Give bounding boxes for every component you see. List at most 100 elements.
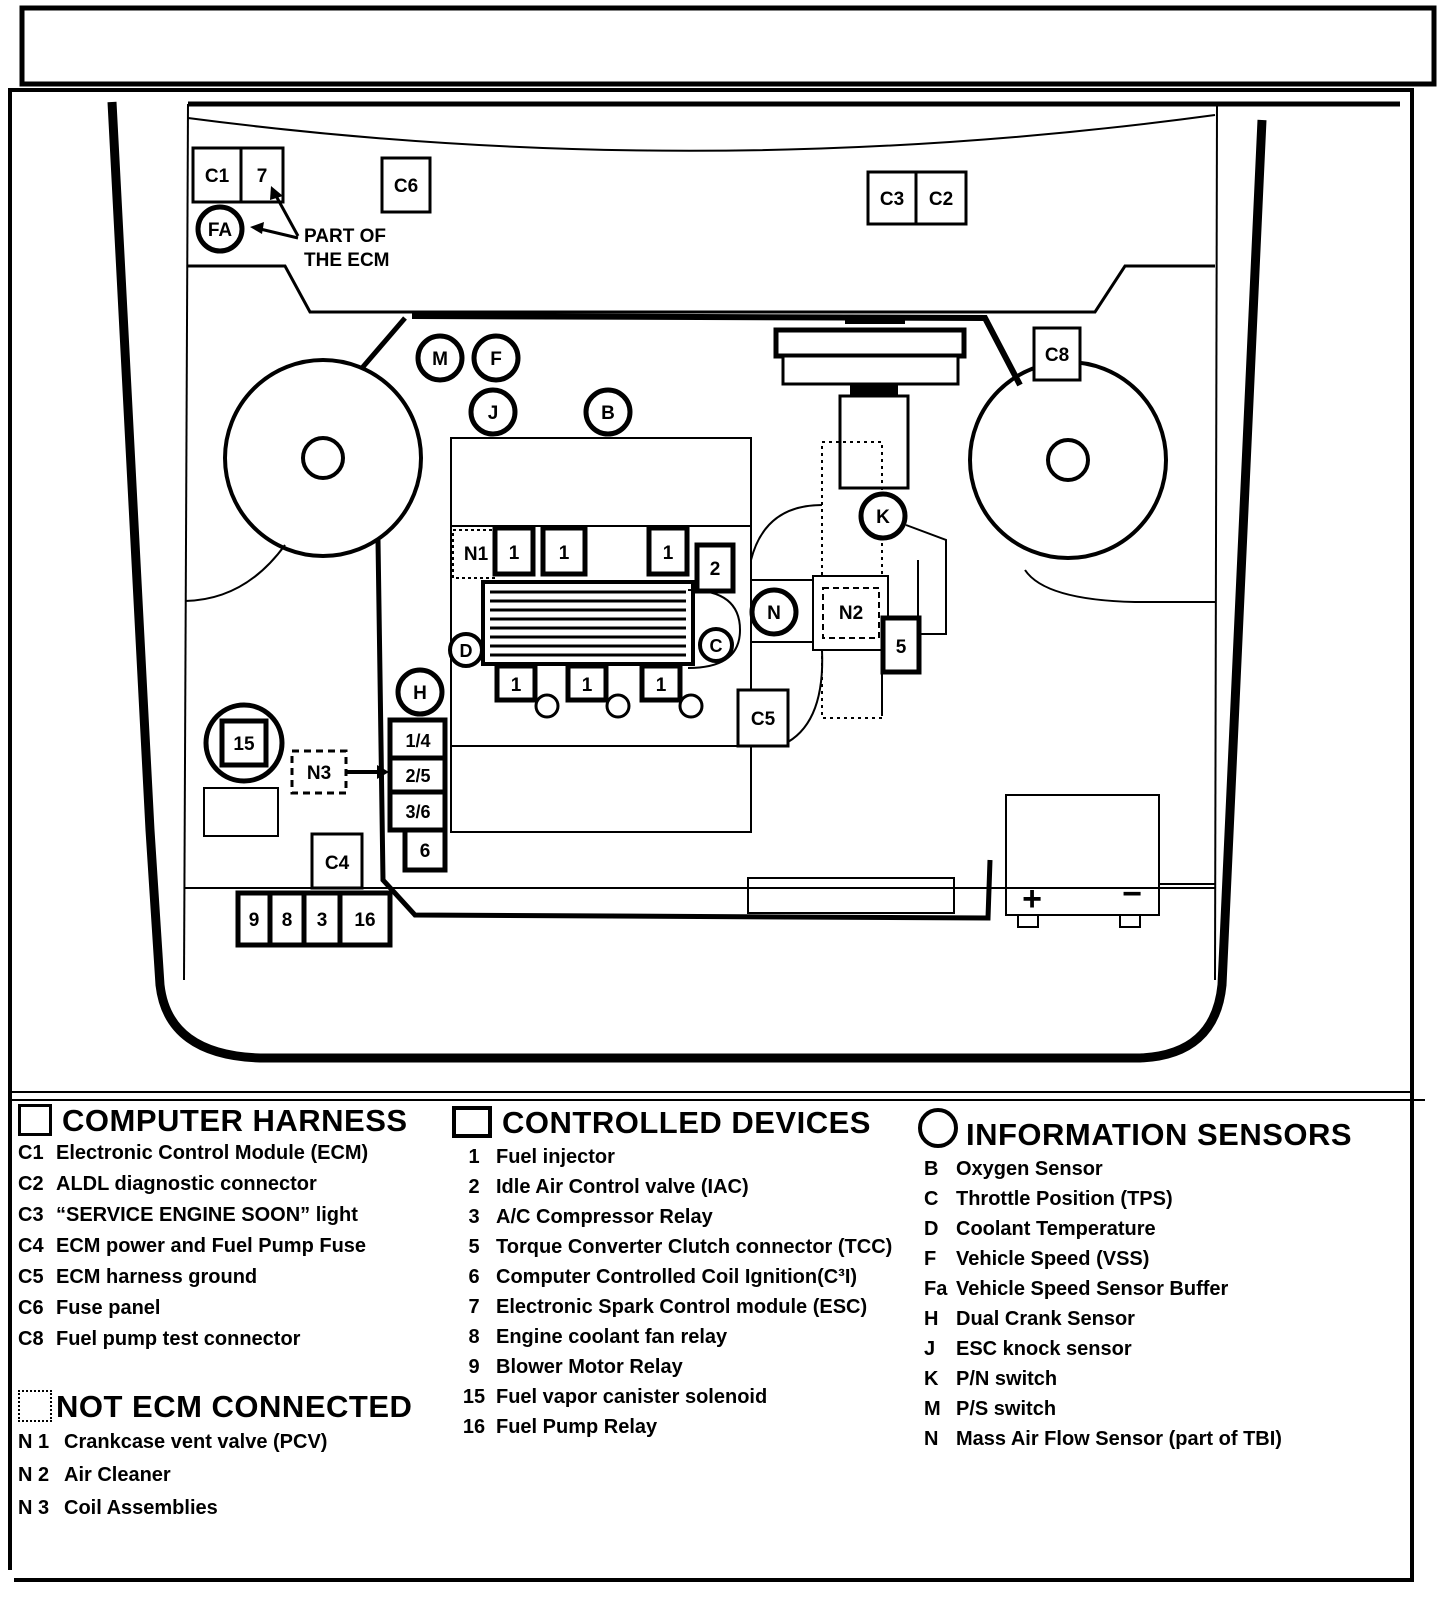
legend-text: Vehicle Speed (VSS) xyxy=(956,1248,1150,1270)
sensor-k-label: K xyxy=(876,507,890,528)
injector-1f[interactable]: 1 xyxy=(639,663,683,703)
ecm-note-arrow-7 xyxy=(273,193,300,237)
legend-text: Air Cleaner xyxy=(64,1464,171,1486)
legend-code: C4 xyxy=(18,1235,44,1257)
legend-code: J xyxy=(924,1338,936,1360)
legend-controlled-devices-heading: CONTROLLED DEVICES xyxy=(452,1106,922,1138)
c4-connector[interactable]: C4 xyxy=(310,832,364,890)
coil-pack[interactable]: 1/4 2/5 3/6 6 xyxy=(387,717,448,873)
c6-connector[interactable]: C6 xyxy=(380,156,432,214)
battery-plus: + xyxy=(1022,880,1042,918)
right-wheel xyxy=(968,360,1168,560)
relay-center[interactable]: 9 8 3 16 xyxy=(235,890,393,948)
coil-36-label: 3/6 xyxy=(405,802,430,822)
air-cleaner-top xyxy=(773,327,967,359)
tcc-connector-5-label: 5 xyxy=(896,637,907,658)
canister-solenoid-15[interactable]: 15 xyxy=(203,702,285,784)
legend-code: C6 xyxy=(18,1297,44,1319)
sensor-fa-label: FA xyxy=(208,220,233,241)
relay-9-label: 9 xyxy=(249,910,260,931)
legend-code: F xyxy=(924,1248,937,1270)
n1-label: N1 xyxy=(464,544,489,565)
sensor-j[interactable]: J xyxy=(468,387,518,437)
c6-label: C6 xyxy=(394,176,418,197)
right-fender-arc xyxy=(1024,569,1215,603)
legend-information-sensors-heading: INFORMATION SENSORS xyxy=(918,1108,1398,1150)
left-inner xyxy=(183,103,189,981)
engine-left-top xyxy=(360,316,407,370)
injector-1b-label: 1 xyxy=(559,543,570,564)
sensor-fa[interactable]: FA xyxy=(195,204,245,254)
injector-1b[interactable]: 1 xyxy=(540,525,588,577)
legend-text: Fuel injector xyxy=(496,1146,615,1168)
sensor-k[interactable]: K xyxy=(858,491,908,541)
legend-item: C3“SERVICE ENGINE SOON” light xyxy=(18,1200,438,1231)
legend-text: Vehicle Speed Sensor Buffer xyxy=(956,1278,1229,1300)
legend-code: N 2 xyxy=(18,1464,50,1486)
legend-code: N xyxy=(924,1428,939,1450)
legend-code: B xyxy=(924,1158,939,1180)
legend-code: 6 xyxy=(468,1266,480,1288)
c5-connector[interactable]: C5 xyxy=(736,688,790,748)
injector-1d[interactable]: 1 xyxy=(494,663,538,703)
n3-coil-assemblies[interactable]: N3 xyxy=(290,749,348,795)
legend-text: ECM power and Fuel Pump Fuse xyxy=(56,1235,367,1257)
c8-connector[interactable]: C8 xyxy=(1032,326,1082,382)
legend-code: C xyxy=(924,1188,939,1210)
legend-code: 9 xyxy=(468,1356,480,1378)
legend-text: Fuse panel xyxy=(56,1297,161,1319)
legend-text: ECM harness ground xyxy=(56,1266,258,1288)
radiator-tank xyxy=(747,877,955,914)
legend-item: N 2 Air Cleaner xyxy=(18,1459,438,1492)
canister-solenoid-15-label: 15 xyxy=(233,734,255,755)
c2-connector[interactable]: C2 xyxy=(914,170,968,226)
legend-text: ALDL diagnostic connector xyxy=(56,1173,317,1195)
n1-pcv[interactable]: N1 xyxy=(452,529,496,579)
c4-label: C4 xyxy=(325,853,350,874)
spark-plug-1 xyxy=(534,693,560,719)
firewall xyxy=(188,264,1215,314)
legend-text: Blower Motor Relay xyxy=(496,1356,683,1378)
legend-code: N 1 xyxy=(18,1431,50,1453)
tcc-connector-5[interactable]: 5 xyxy=(880,615,922,675)
sensor-n[interactable]: N xyxy=(749,587,799,637)
injector-1d-label: 1 xyxy=(511,675,522,696)
c3-connector[interactable]: C3 xyxy=(866,170,918,226)
coil-25-label: 2/5 xyxy=(405,766,430,786)
legend-code: 16 xyxy=(462,1416,486,1438)
legend-computer-harness-heading: COMPUTER HARNESS xyxy=(18,1104,438,1136)
sensor-f[interactable]: F xyxy=(471,333,521,383)
c2-label: C2 xyxy=(929,189,953,210)
c1-connector[interactable]: C1 xyxy=(191,146,243,204)
hose-upper xyxy=(750,504,823,561)
battery-minus: − xyxy=(1122,875,1142,913)
injector-1e[interactable]: 1 xyxy=(565,663,609,703)
iac-valve-2[interactable]: 2 xyxy=(694,542,736,594)
injector-1c[interactable]: 1 xyxy=(646,525,690,577)
n3-arrow-head xyxy=(377,765,389,779)
sensor-h[interactable]: H xyxy=(395,667,445,717)
sensor-b[interactable]: B xyxy=(583,387,633,437)
sensor-c[interactable]: C xyxy=(698,627,734,663)
n2-label: N2 xyxy=(839,603,863,624)
legend-code: N 3 xyxy=(18,1497,50,1519)
legend-code: D xyxy=(924,1218,939,1240)
legend-code: C2 xyxy=(18,1173,44,1195)
top-frame xyxy=(19,5,1437,87)
injector-1a[interactable]: 1 xyxy=(492,525,536,577)
air-cleaner-housing[interactable]: N2 xyxy=(812,575,889,651)
injector-1a-label: 1 xyxy=(509,543,520,564)
n3-label: N3 xyxy=(307,763,331,784)
left-hub xyxy=(301,436,345,480)
sensor-m[interactable]: M xyxy=(415,333,465,383)
legend-code: 2 xyxy=(468,1176,480,1198)
legend-text: Coolant Temperature xyxy=(956,1218,1156,1240)
sensor-d[interactable]: D xyxy=(448,632,484,668)
